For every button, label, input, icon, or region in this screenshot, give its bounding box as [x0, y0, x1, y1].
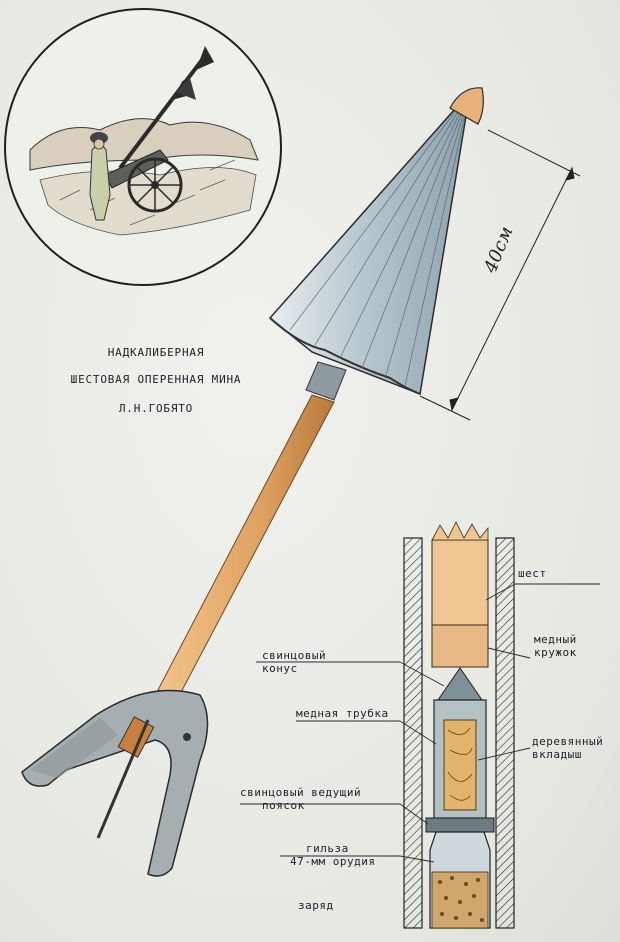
mine-pole: [157, 361, 347, 699]
label-lead-cone-1: свинцовый: [262, 649, 327, 662]
barrel-section: [403, 521, 515, 929]
leader-lines: [240, 583, 600, 863]
mine-fins: [21, 689, 209, 877]
label-copper-tube: медная трубка: [296, 707, 389, 720]
label-charge: заряд: [298, 899, 334, 912]
label-copper-ring-1: медный: [534, 633, 577, 646]
title-line-1: НАДКАЛИБЕРНАЯ: [107, 346, 205, 359]
label-copper-ring-2: кружок: [534, 646, 577, 659]
label-casing-1: гильза: [306, 842, 349, 855]
mine-cone: [268, 87, 484, 396]
label-casing-2: 47-мм орудия: [290, 855, 376, 868]
label-wood-insert-2: вкладыш: [532, 748, 582, 761]
inset-scene: [4, 8, 282, 286]
title-line-3: Л.Н.ГОБЯТО: [118, 402, 194, 415]
label-driving-band-1: свинцовый ведущий: [240, 786, 362, 799]
title-line-2: ШЕСТОВАЯ ОПЕРЕННАЯ МИНА: [70, 373, 242, 386]
dimension-lines: [419, 129, 581, 421]
label-lead-cone-2: конус: [262, 662, 298, 675]
label-wood-insert-1: деревянный: [532, 735, 604, 748]
label-pole: шест: [518, 567, 547, 580]
label-driving-band-2: поясок: [262, 799, 305, 812]
